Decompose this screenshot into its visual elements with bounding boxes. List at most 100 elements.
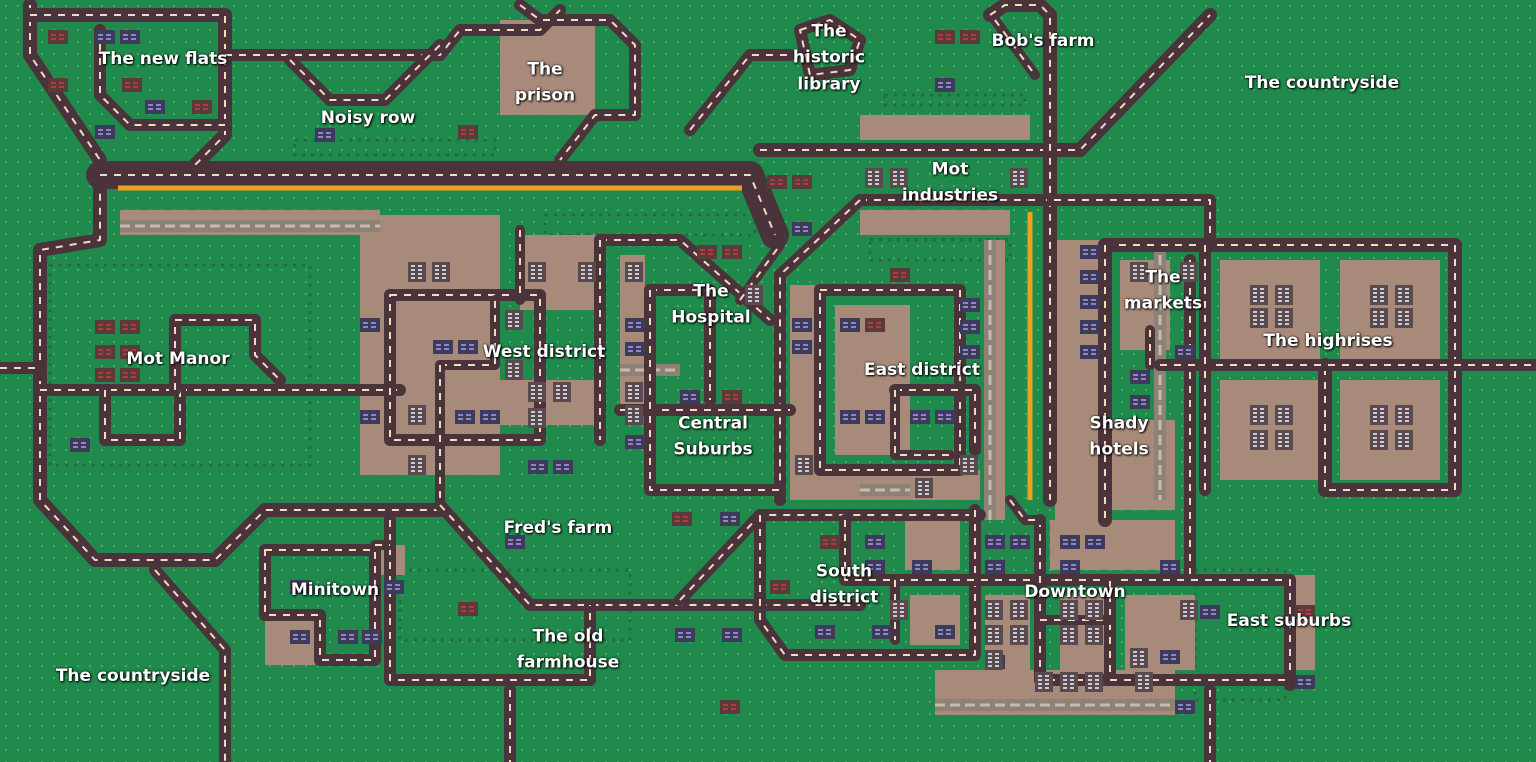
label-east-district[interactable]: East district	[864, 359, 980, 380]
label-central-suburbs[interactable]: Central Suburbs	[673, 413, 753, 460]
office-window	[538, 419, 542, 421]
house-window	[1091, 349, 1096, 351]
office-window	[418, 265, 422, 267]
road-marking	[30, 14, 226, 166]
office-window	[515, 375, 519, 377]
label-prison[interactable]: The prison	[514, 59, 576, 106]
office-window	[628, 420, 632, 422]
house-window	[946, 633, 951, 635]
office-window	[1063, 687, 1067, 689]
office-window	[1380, 441, 1384, 443]
house-window	[106, 328, 111, 330]
office-window	[1285, 296, 1289, 298]
label-markets[interactable]: The markets	[1123, 267, 1203, 314]
label-downtown[interactable]: Downtown	[1024, 581, 1126, 602]
label-mot-manor[interactable]: Mot Manor	[126, 348, 230, 369]
road-marking	[389, 294, 541, 441]
label-countryside-ne[interactable]: The countryside	[1244, 72, 1400, 93]
house	[935, 78, 955, 92]
office-window	[1380, 445, 1384, 447]
office-window	[1138, 679, 1142, 681]
house-window	[491, 418, 496, 420]
office-window	[531, 389, 535, 391]
office-window	[1095, 611, 1099, 613]
house-window	[98, 328, 103, 330]
house-window	[803, 348, 808, 350]
office-window	[900, 611, 904, 613]
office-window	[1013, 183, 1017, 185]
house-window	[444, 348, 449, 350]
office-window	[1278, 420, 1282, 422]
office-window	[1088, 679, 1092, 681]
house	[505, 535, 525, 549]
label-east-suburbs[interactable]: East suburbs	[1226, 610, 1352, 631]
house-window	[363, 414, 368, 416]
label-old-farmhouse[interactable]: The old farmhouse	[516, 626, 620, 673]
house-window	[131, 372, 136, 374]
house-window	[1088, 539, 1093, 541]
house-window	[1171, 568, 1176, 570]
office-window	[1398, 416, 1402, 418]
label-countryside-sw[interactable]: The countryside	[55, 665, 211, 686]
house-window	[458, 418, 463, 420]
house-window	[556, 468, 561, 470]
label-south-district[interactable]: South district	[809, 561, 879, 608]
house-window	[818, 633, 823, 635]
house	[1010, 535, 1030, 549]
house	[722, 245, 742, 259]
office-window	[1070, 636, 1074, 638]
label-new-flats[interactable]: The new flats	[98, 48, 228, 69]
office-building	[795, 455, 813, 475]
office-window	[1183, 603, 1187, 605]
office-window	[628, 269, 632, 271]
office-window	[411, 277, 415, 279]
house	[625, 435, 645, 449]
office-window	[1278, 323, 1282, 325]
house-window	[1171, 654, 1176, 656]
label-hospital[interactable]: The Hospital	[671, 281, 751, 328]
office-window	[1070, 628, 1074, 630]
office-window	[1380, 433, 1384, 435]
label-historic-library[interactable]: The historic library	[792, 21, 866, 95]
label-freds-farm[interactable]: Fred's farm	[503, 517, 613, 538]
house	[985, 560, 1005, 574]
label-noisy-row[interactable]: Noisy row	[320, 107, 416, 128]
label-shady-hotels[interactable]: Shady hotels	[1089, 413, 1149, 460]
label-bobs-farm[interactable]: Bob's farm	[991, 30, 1095, 51]
road-segment	[889, 384, 981, 456]
office-building	[625, 382, 643, 402]
house	[865, 318, 885, 332]
office-window	[1405, 420, 1409, 422]
house-window	[363, 326, 368, 328]
office-window	[588, 277, 592, 279]
label-minitown[interactable]: Minitown	[290, 579, 380, 600]
office-window	[1373, 319, 1377, 321]
label-highrises[interactable]: The highrises	[1263, 330, 1393, 351]
house-window	[131, 376, 136, 378]
office-window	[963, 462, 967, 464]
office-window	[1285, 408, 1289, 410]
house-window	[1083, 303, 1088, 305]
office-window	[508, 371, 512, 373]
office-window	[970, 458, 974, 460]
office-window	[1063, 636, 1067, 638]
house-window	[371, 322, 376, 324]
house-window	[843, 322, 848, 324]
office-window	[1398, 288, 1402, 290]
label-mot-industries[interactable]: Mot industries	[901, 159, 999, 206]
office-window	[1063, 615, 1067, 617]
office-window	[1140, 659, 1144, 661]
office-window	[538, 277, 542, 279]
office-window	[1398, 300, 1402, 302]
office-window	[868, 183, 872, 185]
office-window	[1183, 615, 1187, 617]
office-window	[1138, 675, 1142, 677]
house-window	[106, 372, 111, 374]
office-window	[1070, 632, 1074, 634]
label-west-district[interactable]: West district	[482, 341, 606, 362]
office-window	[805, 470, 809, 472]
road-segment	[753, 8, 1217, 157]
office-building	[1275, 430, 1293, 450]
